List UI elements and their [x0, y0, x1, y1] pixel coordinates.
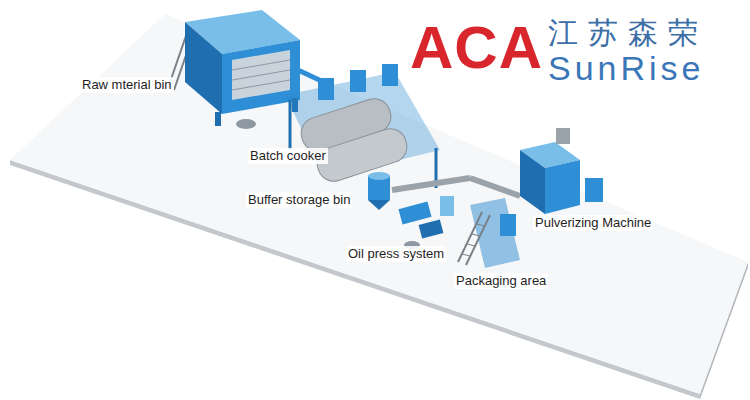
transfer-conveyor: [470, 178, 520, 196]
packaging-platform: [466, 215, 490, 265]
raw-material-bin: [236, 119, 256, 129]
raw-material-bin: [215, 112, 221, 126]
raw-material-bin: [232, 60, 290, 70]
raw-material-bin: [222, 40, 300, 114]
part-label: Batch cooker: [248, 148, 328, 164]
raw-material-bin: [168, 10, 300, 129]
part-label: Raw mterial bin: [80, 77, 174, 93]
part-label: Oil press system: [346, 246, 446, 262]
platform: [10, 14, 748, 394]
packaging-platform: [477, 224, 485, 226]
company-name: 江苏森荣: [548, 16, 708, 49]
part-label: Buffer storage bin: [246, 192, 352, 208]
pulverizing-machine: [556, 128, 570, 144]
oil-press: [398, 201, 431, 224]
packaging-platform: [462, 254, 470, 256]
batch-cooker: [289, 100, 292, 150]
packaging-platform: [467, 244, 475, 246]
buffer-storage-bin: [368, 200, 390, 210]
transfer-conveyor: [392, 178, 520, 196]
transfer-conveyor: [392, 178, 470, 190]
packaging-platform: [500, 214, 516, 236]
batch-cooker: [285, 64, 440, 188]
part-label: Packaging area: [454, 273, 548, 289]
pulverizing-machine: [585, 178, 603, 202]
raw-material-bin: [232, 80, 290, 90]
buffer-storage-bin: [368, 172, 390, 180]
pulverizing-machine: [520, 150, 545, 214]
buffer-storage-bin: [368, 172, 390, 210]
packaging-platform: [458, 198, 520, 268]
pulverizing-machine: [520, 128, 603, 214]
pulverizing-machine: [545, 160, 580, 214]
oil-press: [398, 196, 454, 249]
batch-cooker: [350, 70, 366, 92]
platform: [10, 14, 748, 399]
logo-mark: ACA: [410, 18, 543, 78]
oil-press: [440, 196, 454, 216]
raw-material-bin: [185, 22, 222, 114]
batch-cooker: [382, 64, 398, 86]
packaging-platform: [470, 198, 520, 268]
batch-cooker: [318, 78, 334, 100]
oil-press: [419, 219, 444, 238]
part-label: Pulverizing Machine: [533, 215, 653, 231]
raw-material-bin: [232, 50, 290, 100]
packaging-platform: [472, 234, 480, 236]
raw-material-bin: [232, 70, 290, 80]
brand-name: SunRise: [548, 50, 705, 87]
